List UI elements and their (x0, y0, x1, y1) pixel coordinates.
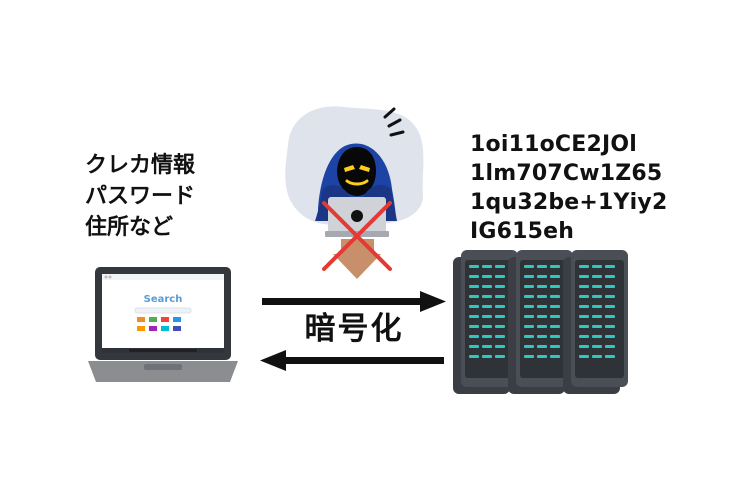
label-address: 住所など (85, 215, 174, 240)
encryption-label: 暗号化 (304, 311, 404, 347)
encrypted-line-3: 1qu32be+1Yiy2 (470, 190, 668, 215)
encrypted-line-2: 1lm707Cw1Z65 (470, 161, 663, 186)
plain-data-labels: クレカ情報 パスワード 住所など (85, 150, 245, 243)
laptop-search-text: Search (144, 294, 183, 305)
server-rack-icon (453, 250, 628, 394)
encrypted-line-1: 1oi11oCE2JOl (470, 132, 638, 157)
right-arrow-icon (262, 291, 446, 312)
encrypted-data-lines: 1oi11oCE2JOl 1lm707Cw1Z65 1qu32be+1Yiy2 … (470, 130, 710, 246)
label-credit-card: クレカ情報 (85, 153, 196, 178)
encrypted-line-4: IG615eh (470, 219, 575, 244)
label-password: パスワード (85, 184, 196, 209)
left-arrow-icon (260, 350, 444, 371)
hacker-illustration (285, 106, 424, 279)
blocked-x-mark (322, 201, 392, 271)
laptop-icon: Search (88, 267, 238, 382)
